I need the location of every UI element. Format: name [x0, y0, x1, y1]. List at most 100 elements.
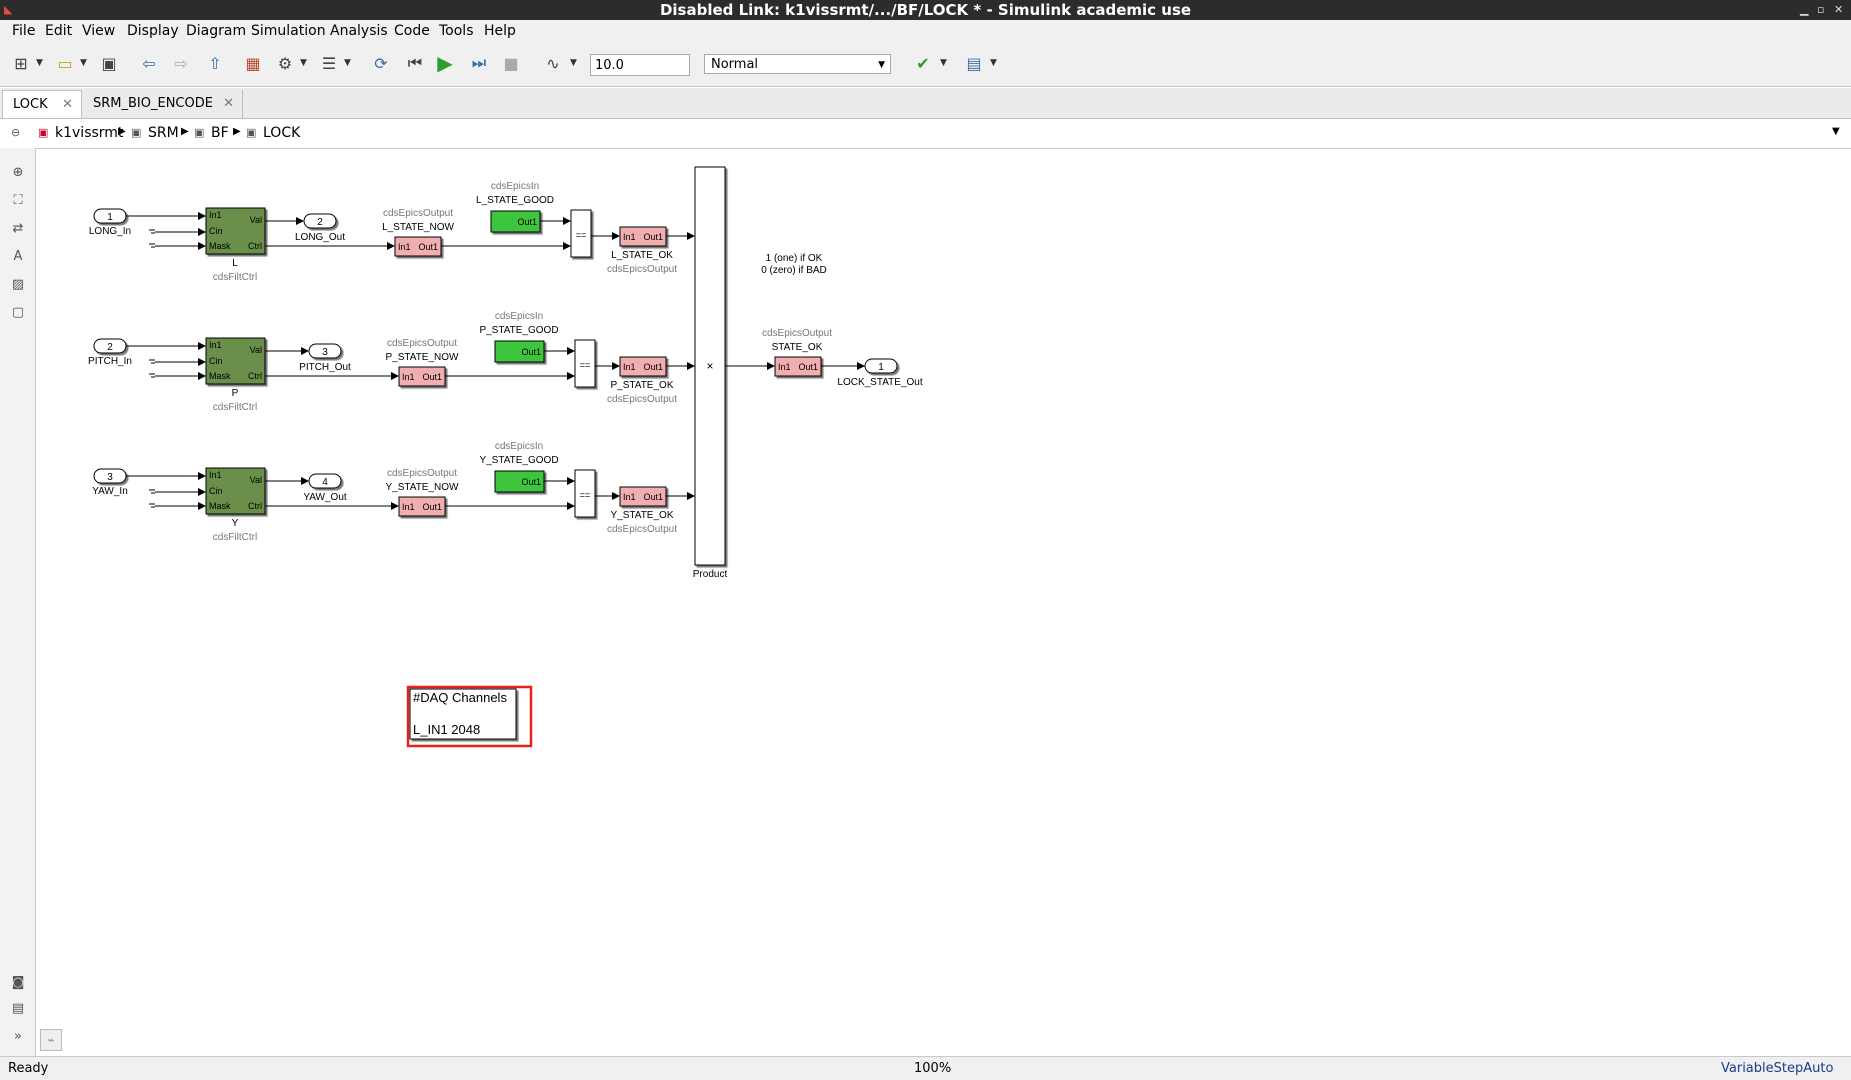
window-title-bar: Disabled Link: k1vissrmt/.../BF/LOCK * -…: [0, 0, 1851, 20]
simulation-mode-select[interactable]: Normal ▼: [704, 54, 891, 74]
stop-time-input[interactable]: [590, 54, 690, 76]
model-explorer-icon[interactable]: ☰: [321, 53, 337, 73]
image-icon[interactable]: ▨: [11, 277, 25, 292]
menu-edit[interactable]: Edit: [45, 23, 73, 39]
breadcrumb-item-k1vissrmt[interactable]: k1vissrmt: [55, 125, 124, 141]
explorer-dropdown-icon[interactable]: ▼: [344, 58, 351, 68]
filter-control-block[interactable]: [205, 207, 266, 255]
run-icon[interactable]: ▶: [437, 51, 453, 75]
close-tab-icon[interactable]: ✕: [62, 97, 73, 112]
outport-block[interactable]: [303, 213, 337, 229]
build-dropdown-icon[interactable]: ▼: [990, 58, 997, 68]
breadcrumb-item-bf[interactable]: BF: [211, 125, 229, 141]
daq-channels-note[interactable]: [409, 688, 517, 740]
breadcrumb-item-lock[interactable]: LOCK: [263, 125, 301, 141]
library-browser-icon[interactable]: ▦: [245, 53, 261, 73]
epics-input-name: L_STATE_GOOD: [476, 195, 554, 206]
product-block[interactable]: [694, 166, 726, 566]
model-icon: ▣: [38, 126, 49, 139]
status-bar: Ready 100% VariableStepAuto: [0, 1056, 1851, 1080]
port-label-cin: Cin: [209, 486, 223, 496]
stop-icon[interactable]: ■: [503, 53, 519, 73]
epics-input-type: cdsEpicsIn: [495, 441, 543, 452]
close-window-icon[interactable]: ✕: [1834, 3, 1844, 16]
close-tab-icon[interactable]: ✕: [223, 96, 234, 111]
epics-output-name: L_STATE_OK: [611, 250, 673, 261]
port-label-mask: Mask: [209, 501, 231, 511]
epics-output-type: cdsEpicsOutput: [383, 208, 453, 219]
menu-diagram[interactable]: Diagram: [186, 23, 247, 39]
up-arrow-icon[interactable]: ⇧: [208, 53, 222, 73]
scope-icon[interactable]: ∿: [546, 53, 560, 73]
tab-lock[interactable]: LOCK ✕: [2, 90, 82, 118]
menu-analysis[interactable]: Analysis: [330, 23, 388, 39]
breadcrumb-item-srm[interactable]: SRM: [148, 125, 179, 141]
forward-arrow-icon[interactable]: ⇨: [174, 53, 188, 73]
epics-input-type: cdsEpicsIn: [495, 311, 543, 322]
menu-tools[interactable]: Tools: [439, 23, 474, 39]
signal-row-pitch: 2 PITCH_In In1 Cin Mask Val Ctrl P cdsFi…: [88, 311, 695, 413]
menu-help[interactable]: Help: [484, 23, 516, 39]
ground-terminator: [149, 229, 155, 248]
port-label-out1: Out1: [798, 362, 818, 372]
block-diagram: 1 LONG_In In1 Cin Mask Val Ctrl L cdsFil…: [88, 166, 923, 748]
filter-control-block[interactable]: [205, 467, 266, 515]
zoom-in-icon[interactable]: ⊕: [12, 165, 24, 180]
hide-explorer-icon[interactable]: ⊖: [11, 126, 21, 139]
hide-link-icon[interactable]: ⌁: [40, 1029, 62, 1051]
expand-palette-icon[interactable]: »: [14, 1029, 22, 1044]
annotation-icon[interactable]: A: [13, 249, 23, 264]
filter-control-block[interactable]: [205, 337, 266, 385]
solver-link[interactable]: VariableStepAuto: [1721, 1061, 1834, 1076]
port-label-mask: Mask: [209, 371, 231, 381]
daq-channels-heading: #DAQ Channels: [413, 690, 507, 705]
update-diagram-icon[interactable]: ⟳: [374, 53, 388, 73]
arrow-direction-icon[interactable]: ⇄: [12, 221, 24, 236]
port-label-cin: Cin: [209, 356, 223, 366]
build-model-icon[interactable]: ▤: [966, 53, 982, 73]
menu-display[interactable]: Display: [127, 23, 179, 39]
minimize-icon[interactable]: ▁: [1800, 3, 1809, 16]
new-dropdown-icon[interactable]: ▼: [36, 58, 43, 68]
scope-dropdown-icon[interactable]: ▼: [570, 58, 577, 68]
menu-simulation[interactable]: Simulation: [251, 23, 326, 39]
settings-dropdown-icon[interactable]: ▼: [300, 58, 307, 68]
relational-operator-block[interactable]: [574, 469, 596, 518]
model-browser-icon[interactable]: ▤: [11, 1001, 25, 1016]
port-label-cin: Cin: [209, 226, 223, 236]
menu-view[interactable]: View: [82, 23, 116, 39]
model-settings-gear-icon[interactable]: ⚙: [277, 53, 293, 73]
open-dropdown-icon[interactable]: ▼: [80, 58, 87, 68]
menu-file[interactable]: File: [12, 23, 36, 39]
new-model-icon[interactable]: ⊞: [14, 53, 28, 73]
outport-block[interactable]: [308, 473, 342, 489]
advisor-dropdown-icon[interactable]: ▼: [940, 58, 947, 68]
signal-row-long: 1 LONG_In In1 Cin Mask Val Ctrl L cdsFil…: [89, 181, 695, 283]
open-folder-icon[interactable]: ▭: [57, 53, 73, 73]
outport-number: 3: [322, 347, 328, 358]
save-icon[interactable]: ▣: [101, 53, 117, 73]
relational-operator-block[interactable]: [570, 209, 592, 258]
model-advisor-check-icon[interactable]: ✔: [916, 53, 930, 73]
step-back-icon[interactable]: ⏮: [407, 53, 423, 72]
epics-input-name: Y_STATE_GOOD: [479, 455, 558, 466]
model-canvas[interactable]: 1 LONG_In In1 Cin Mask Val Ctrl L cdsFil…: [36, 149, 1851, 1055]
epics-output-type: cdsEpicsOutput: [607, 264, 677, 275]
outport-block[interactable]: [864, 358, 898, 374]
fit-to-view-icon[interactable]: ⛶: [13, 193, 23, 208]
port-label-out1: Out1: [517, 217, 537, 227]
tab-srm-bio-encode[interactable]: SRM_BIO_ENCODE ✕: [83, 90, 243, 118]
area-icon[interactable]: ▢: [11, 305, 25, 320]
daq-channel-entry: L_IN1 2048: [413, 722, 480, 737]
outport-block[interactable]: [308, 343, 342, 359]
menu-code[interactable]: Code: [394, 23, 430, 39]
outport-name: PITCH_Out: [299, 362, 351, 373]
back-arrow-icon[interactable]: ⇦: [142, 53, 156, 73]
screenshot-icon[interactable]: ◙: [11, 975, 25, 990]
step-forward-icon[interactable]: ⏭: [471, 53, 487, 72]
breadcrumb-dropdown-icon[interactable]: ▼: [1832, 126, 1840, 137]
relop-symbol: ==: [580, 360, 591, 370]
relational-operator-block[interactable]: [574, 339, 596, 388]
maximize-icon[interactable]: ▫: [1817, 3, 1825, 16]
epics-output-type: cdsEpicsOutput: [762, 328, 832, 339]
